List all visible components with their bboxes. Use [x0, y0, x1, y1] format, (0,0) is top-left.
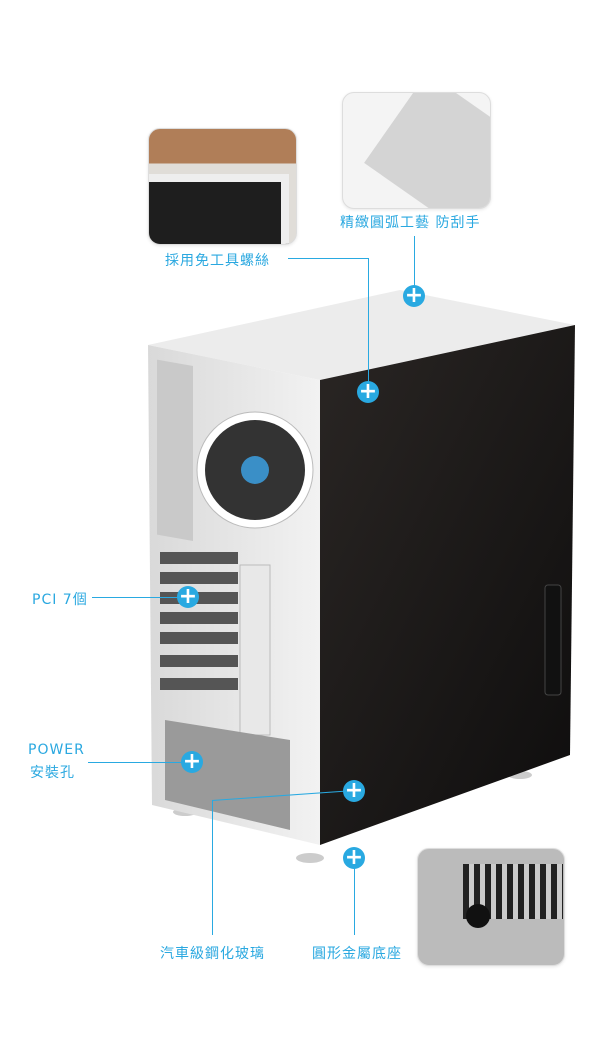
- hotspot-pci-plus-icon[interactable]: +: [177, 584, 199, 609]
- label-pci-slots: PCI 7個: [32, 592, 88, 608]
- hotspot-tool-free-screws-plus-icon[interactable]: +: [357, 379, 379, 404]
- label-metal-feet: 圓形金屬底座: [312, 946, 402, 962]
- hotspot-rounded-edges-plus-icon[interactable]: +: [403, 283, 425, 308]
- hotspot-power-plus-icon[interactable]: +: [181, 749, 203, 774]
- hotspot-glass-plus-icon[interactable]: +: [343, 778, 365, 803]
- label-power: POWER: [28, 742, 85, 758]
- inset-rounded-edge-photo: [342, 92, 491, 209]
- tempered-glass-panel: [320, 325, 575, 845]
- case-top: [148, 290, 575, 380]
- inset-metal-foot-photo: [417, 848, 565, 966]
- label-tool-free-screws: 採用免工具螺絲: [165, 253, 270, 269]
- label-tempered-glass: 汽車級鋼化玻璃: [160, 946, 265, 962]
- label-power-mount: 安裝孔: [30, 765, 75, 781]
- hotspot-feet-plus-icon[interactable]: +: [343, 845, 365, 870]
- label-rounded-edges: 精緻圓弧工藝 防刮手: [340, 215, 481, 231]
- inset-tool-free-screw-photo: [148, 128, 297, 245]
